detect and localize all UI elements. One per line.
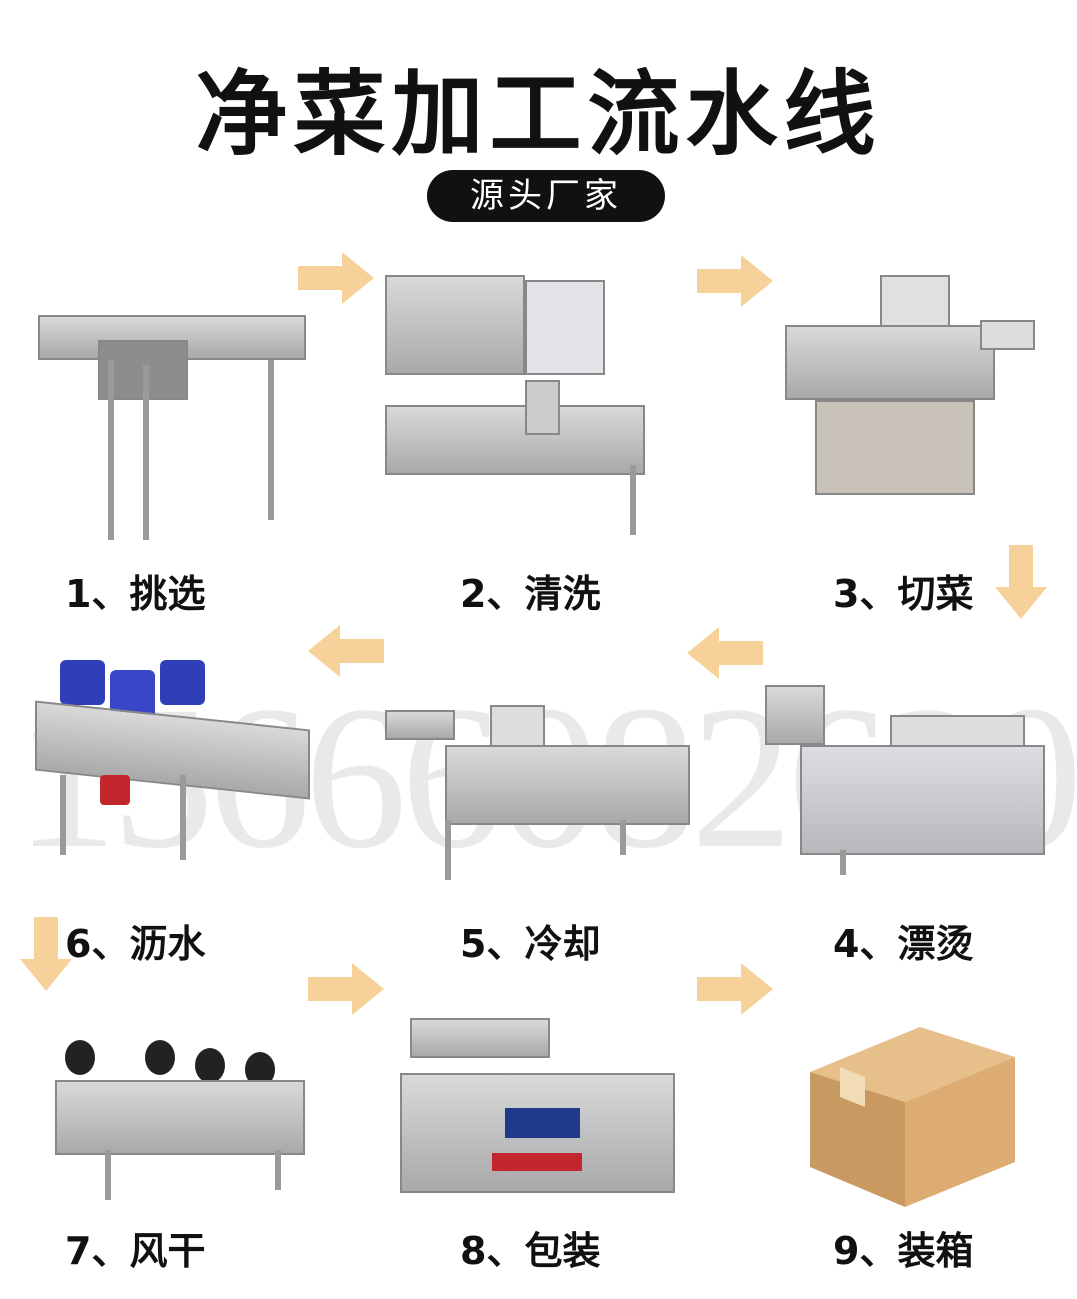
step-label: 1、挑选 [65,572,206,616]
arrow-right-icon [298,252,374,304]
vacuum-packaging-machine-image [400,1018,678,1203]
arrow-left-icon [687,627,763,679]
step-label: 5、冷却 [460,922,601,966]
arrow-right-icon [308,963,384,1015]
cooling-machine-image [385,700,695,880]
draining-machine-image [30,655,315,865]
arrow-down-icon [20,917,72,991]
step-label: 6、沥水 [65,922,206,966]
step-label: 2、清洗 [460,572,601,616]
vegetable-cutter-image [785,275,1040,515]
step-label: 3、切菜 [833,572,974,616]
step-label: 8、包装 [460,1229,601,1273]
source-factory-badge: 源头厂家 [427,170,665,222]
cardboard-box-image [810,1027,1015,1207]
sorting-machine-image [38,305,308,545]
step-label: 7、风干 [65,1229,206,1273]
arrow-right-icon [697,255,773,307]
blanching-machine-image [765,685,1050,880]
page-title: 净菜加工流水线 [195,61,882,168]
arrow-right-icon [697,963,773,1015]
washing-machine-image [385,265,700,540]
arrow-down-icon [995,545,1047,619]
air-drying-machine-image [35,1040,310,1200]
arrow-left-icon [308,625,384,677]
step-label: 4、漂烫 [833,922,974,966]
step-label: 9、装箱 [833,1229,974,1273]
